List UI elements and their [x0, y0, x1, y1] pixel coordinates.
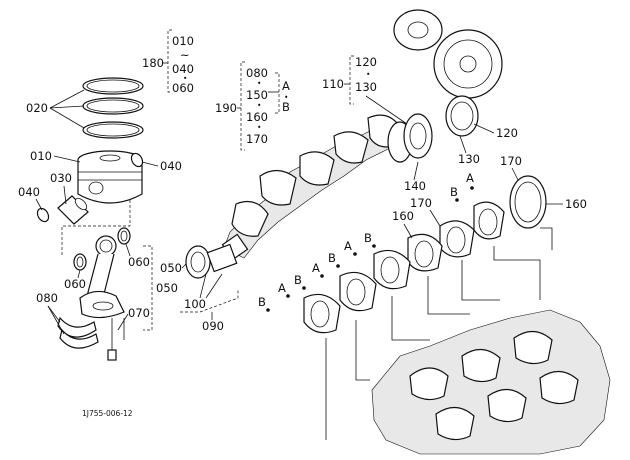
cylinder-block [371, 309, 611, 455]
svg-text:A: A [312, 261, 320, 275]
label-190-A: A [282, 79, 290, 93]
label-170-mid: 170 [410, 196, 432, 210]
connecting-rod: 050 [79, 235, 178, 319]
svg-text:A: A [278, 281, 286, 295]
label-050-gear: 050 [160, 261, 182, 275]
thrust-washers-right: 160 170 [500, 154, 587, 229]
label-040-left: 040 [18, 185, 40, 199]
callout-group-090: 090 [180, 290, 239, 333]
svg-text:B: B [450, 185, 458, 199]
grade-markers: A B A B A B A B B [258, 171, 474, 312]
callout-group-180: 180 010 ~ 040 • 060 [142, 29, 194, 95]
svg-text:•: • [257, 101, 261, 110]
label-110-120: 120 [355, 55, 377, 69]
label-130: 130 [458, 152, 480, 166]
label-160-right: 160 [565, 197, 587, 211]
callout-group-110: 110 120 • 130 [322, 55, 411, 127]
label-020: 020 [26, 101, 48, 115]
bracket-050 [143, 245, 153, 331]
piston: 010 [30, 149, 143, 204]
piston-rings: 020 [26, 77, 144, 139]
svg-text:A: A [466, 171, 474, 185]
label-090: 090 [202, 319, 224, 333]
rod-bolts: 070 [107, 306, 150, 361]
label-040-right: 040 [160, 159, 182, 173]
label-110: 110 [322, 77, 344, 91]
gear-bushings: 120 130 [445, 95, 518, 166]
label-190-160: 160 [246, 110, 268, 124]
svg-text:•: • [366, 70, 370, 79]
svg-text:B: B [294, 273, 302, 287]
crank-front-gear: 050 100 [160, 243, 238, 311]
small-end-bushings: 060 060 [64, 227, 150, 291]
label-030: 030 [50, 171, 72, 185]
label-180-060: 060 [172, 81, 194, 95]
label-140: 140 [404, 179, 426, 193]
label-190: 190 [215, 101, 237, 115]
label-160-mid: 160 [392, 209, 414, 223]
main-bearings: 170 160 [303, 196, 505, 334]
label-080: 080 [36, 291, 58, 305]
svg-text:B: B [328, 251, 336, 265]
label-070: 070 [128, 306, 150, 320]
label-180-040: 040 [172, 62, 194, 76]
svg-text:B: B [258, 295, 266, 309]
label-190-080: 080 [246, 66, 268, 80]
svg-text:B: B [364, 231, 372, 245]
label-190-B: B [282, 100, 290, 114]
label-180-tilde: ~ [180, 48, 190, 62]
piston-pin: 030 [50, 171, 89, 225]
svg-text:•: • [284, 93, 288, 102]
label-120: 120 [496, 126, 518, 140]
bearing-to-block-leaders [325, 227, 553, 440]
callout-group-190: 190 080 • 150 • 160 • 170 A • B [215, 61, 290, 151]
label-010: 010 [30, 149, 52, 163]
label-060-right: 060 [128, 255, 150, 269]
svg-text:•: • [257, 123, 261, 132]
label-050: 050 [156, 281, 178, 295]
piston-pin-circlips: 040 040 [18, 152, 182, 223]
piston-rod-guide [61, 200, 131, 255]
crank-gear: 140 [403, 113, 433, 193]
label-180-010: 010 [172, 34, 194, 48]
crankshaft [221, 114, 413, 261]
label-190-150: 150 [246, 88, 268, 102]
label-060-left: 060 [64, 277, 86, 291]
rod-cap-bearings: 080 [36, 291, 99, 349]
drawing-code: 1J755-006-12 [82, 409, 133, 418]
timing-gears [393, 9, 503, 99]
svg-text:•: • [257, 79, 261, 88]
label-110-130: 130 [355, 80, 377, 94]
label-190-170: 170 [246, 132, 268, 146]
label-170-right: 170 [500, 154, 522, 168]
svg-text:A: A [344, 239, 352, 253]
label-180: 180 [142, 56, 164, 70]
label-100: 100 [184, 297, 206, 311]
label-180-dot: • [183, 74, 187, 83]
